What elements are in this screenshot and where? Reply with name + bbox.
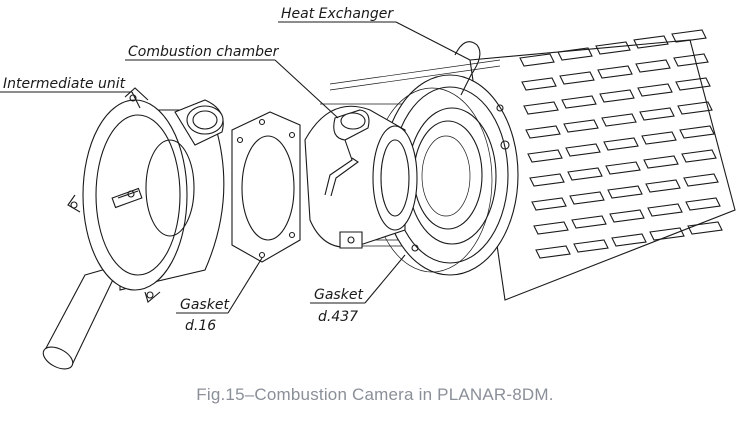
label-gasket-437: Gasket d.437 xyxy=(310,254,406,325)
gasket-437-size: d.437 xyxy=(318,309,358,325)
gasket-16 xyxy=(231,111,301,263)
label-combustion-chamber: Combustion chamber xyxy=(125,44,339,119)
fin-block xyxy=(527,149,563,163)
fin-block xyxy=(675,77,711,91)
label-heat-exchanger: Heat Exchanger xyxy=(278,6,471,61)
fin-block xyxy=(671,29,707,43)
fin-block xyxy=(611,233,647,247)
fin-block xyxy=(637,83,673,97)
fin-block xyxy=(673,53,709,67)
fin-block xyxy=(639,107,675,121)
fin-block xyxy=(567,167,603,181)
fin-block xyxy=(525,125,561,139)
fin-block xyxy=(519,53,555,67)
fin-block xyxy=(529,173,565,187)
gasket-16-size: d.16 xyxy=(185,318,216,334)
gasket-437-label: Gasket xyxy=(314,287,363,303)
intermediate-unit xyxy=(42,87,225,370)
fin-block xyxy=(565,143,601,157)
fin-block xyxy=(687,221,723,235)
fin-block xyxy=(521,77,557,91)
fin-block xyxy=(643,155,679,169)
fin-block xyxy=(535,245,571,259)
fin-block xyxy=(685,197,721,211)
fin-block xyxy=(679,125,715,139)
fin-block xyxy=(523,101,559,115)
fin-block xyxy=(561,95,597,109)
fin-block xyxy=(635,59,671,73)
heat-exchanger xyxy=(320,29,736,301)
fin-block xyxy=(559,71,595,85)
fin-block xyxy=(599,89,635,103)
combustion-chamber-label: Combustion chamber xyxy=(128,44,280,60)
fin-block xyxy=(605,161,641,175)
fin-block xyxy=(633,35,669,49)
fin-block xyxy=(609,209,645,223)
fin-block xyxy=(597,65,633,79)
fin-block xyxy=(595,41,631,55)
label-gasket-16: Gasket d.16 xyxy=(176,257,263,334)
label-intermediate-unit: Intermediate unit xyxy=(0,76,141,109)
combustion-chamber xyxy=(304,105,418,249)
fin-block xyxy=(533,221,569,235)
fin-block xyxy=(681,149,717,163)
fin-block xyxy=(603,137,639,151)
fin-block xyxy=(645,179,681,193)
gasket-16-label: Gasket xyxy=(180,297,229,313)
fin-block xyxy=(601,113,637,127)
fin-block xyxy=(563,119,599,133)
heat-exchanger-label: Heat Exchanger xyxy=(281,6,394,22)
fin-block xyxy=(677,101,713,115)
fin-block xyxy=(649,227,685,241)
fin-block xyxy=(607,185,643,199)
fin-block xyxy=(557,47,593,61)
fin-block xyxy=(569,191,605,205)
fin-block xyxy=(641,131,677,145)
fin-block xyxy=(683,173,719,187)
fin-block xyxy=(573,239,609,253)
fin-block xyxy=(531,197,567,211)
intermediate-unit-label: Intermediate unit xyxy=(3,76,126,92)
fin-block xyxy=(571,215,607,229)
heat-exchanger-fins xyxy=(519,29,723,259)
fin-block xyxy=(647,203,683,217)
figure-caption: Fig.15–Combustion Camera in PLANAR-8DM. xyxy=(196,385,554,404)
